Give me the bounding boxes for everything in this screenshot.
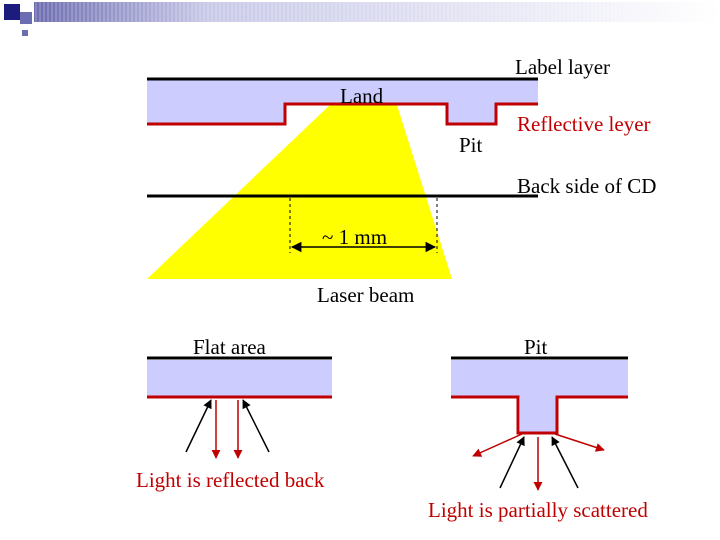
incoming-light-arrow-pit-right [551, 436, 579, 489]
pit-disc-body [451, 360, 628, 432]
incoming-light-arrow-pit-left [499, 436, 525, 489]
scattered-light-arrow-left [472, 433, 523, 457]
reflective-layer-line [147, 102, 538, 126]
laser-beam-label: Laser beam [317, 283, 415, 307]
deco-square-dark [4, 4, 20, 20]
disc-body [147, 80, 538, 124]
scattered-light-arrow-right [554, 433, 605, 452]
flat-area-label: Flat area [193, 335, 266, 359]
pit-label-bottom: Pit [524, 335, 548, 359]
pit-label-top: Pit [459, 133, 483, 157]
slide-header-decoration [4, 2, 720, 36]
reflective-layer-label: Reflective leyer [517, 112, 651, 136]
reflected-back-label: Light is reflected back [136, 468, 325, 492]
deco-square-small [22, 30, 28, 36]
incoming-light-arrow-right [242, 399, 270, 453]
deco-gradient-band [34, 2, 720, 22]
deco-square-light [20, 12, 32, 24]
scattered-label: Light is partially scattered [428, 498, 648, 522]
back-side-label: Back side of CD [517, 174, 657, 198]
laser-beam-cone-upper [147, 102, 452, 279]
label-layer-label: Label layer [515, 55, 611, 79]
pit-reflective-line [451, 395, 628, 435]
land-label: Land [340, 84, 384, 108]
width-label: ~ 1 mm [322, 225, 388, 249]
flat-disc-body [147, 360, 332, 396]
incoming-light-arrow-left [185, 399, 212, 453]
